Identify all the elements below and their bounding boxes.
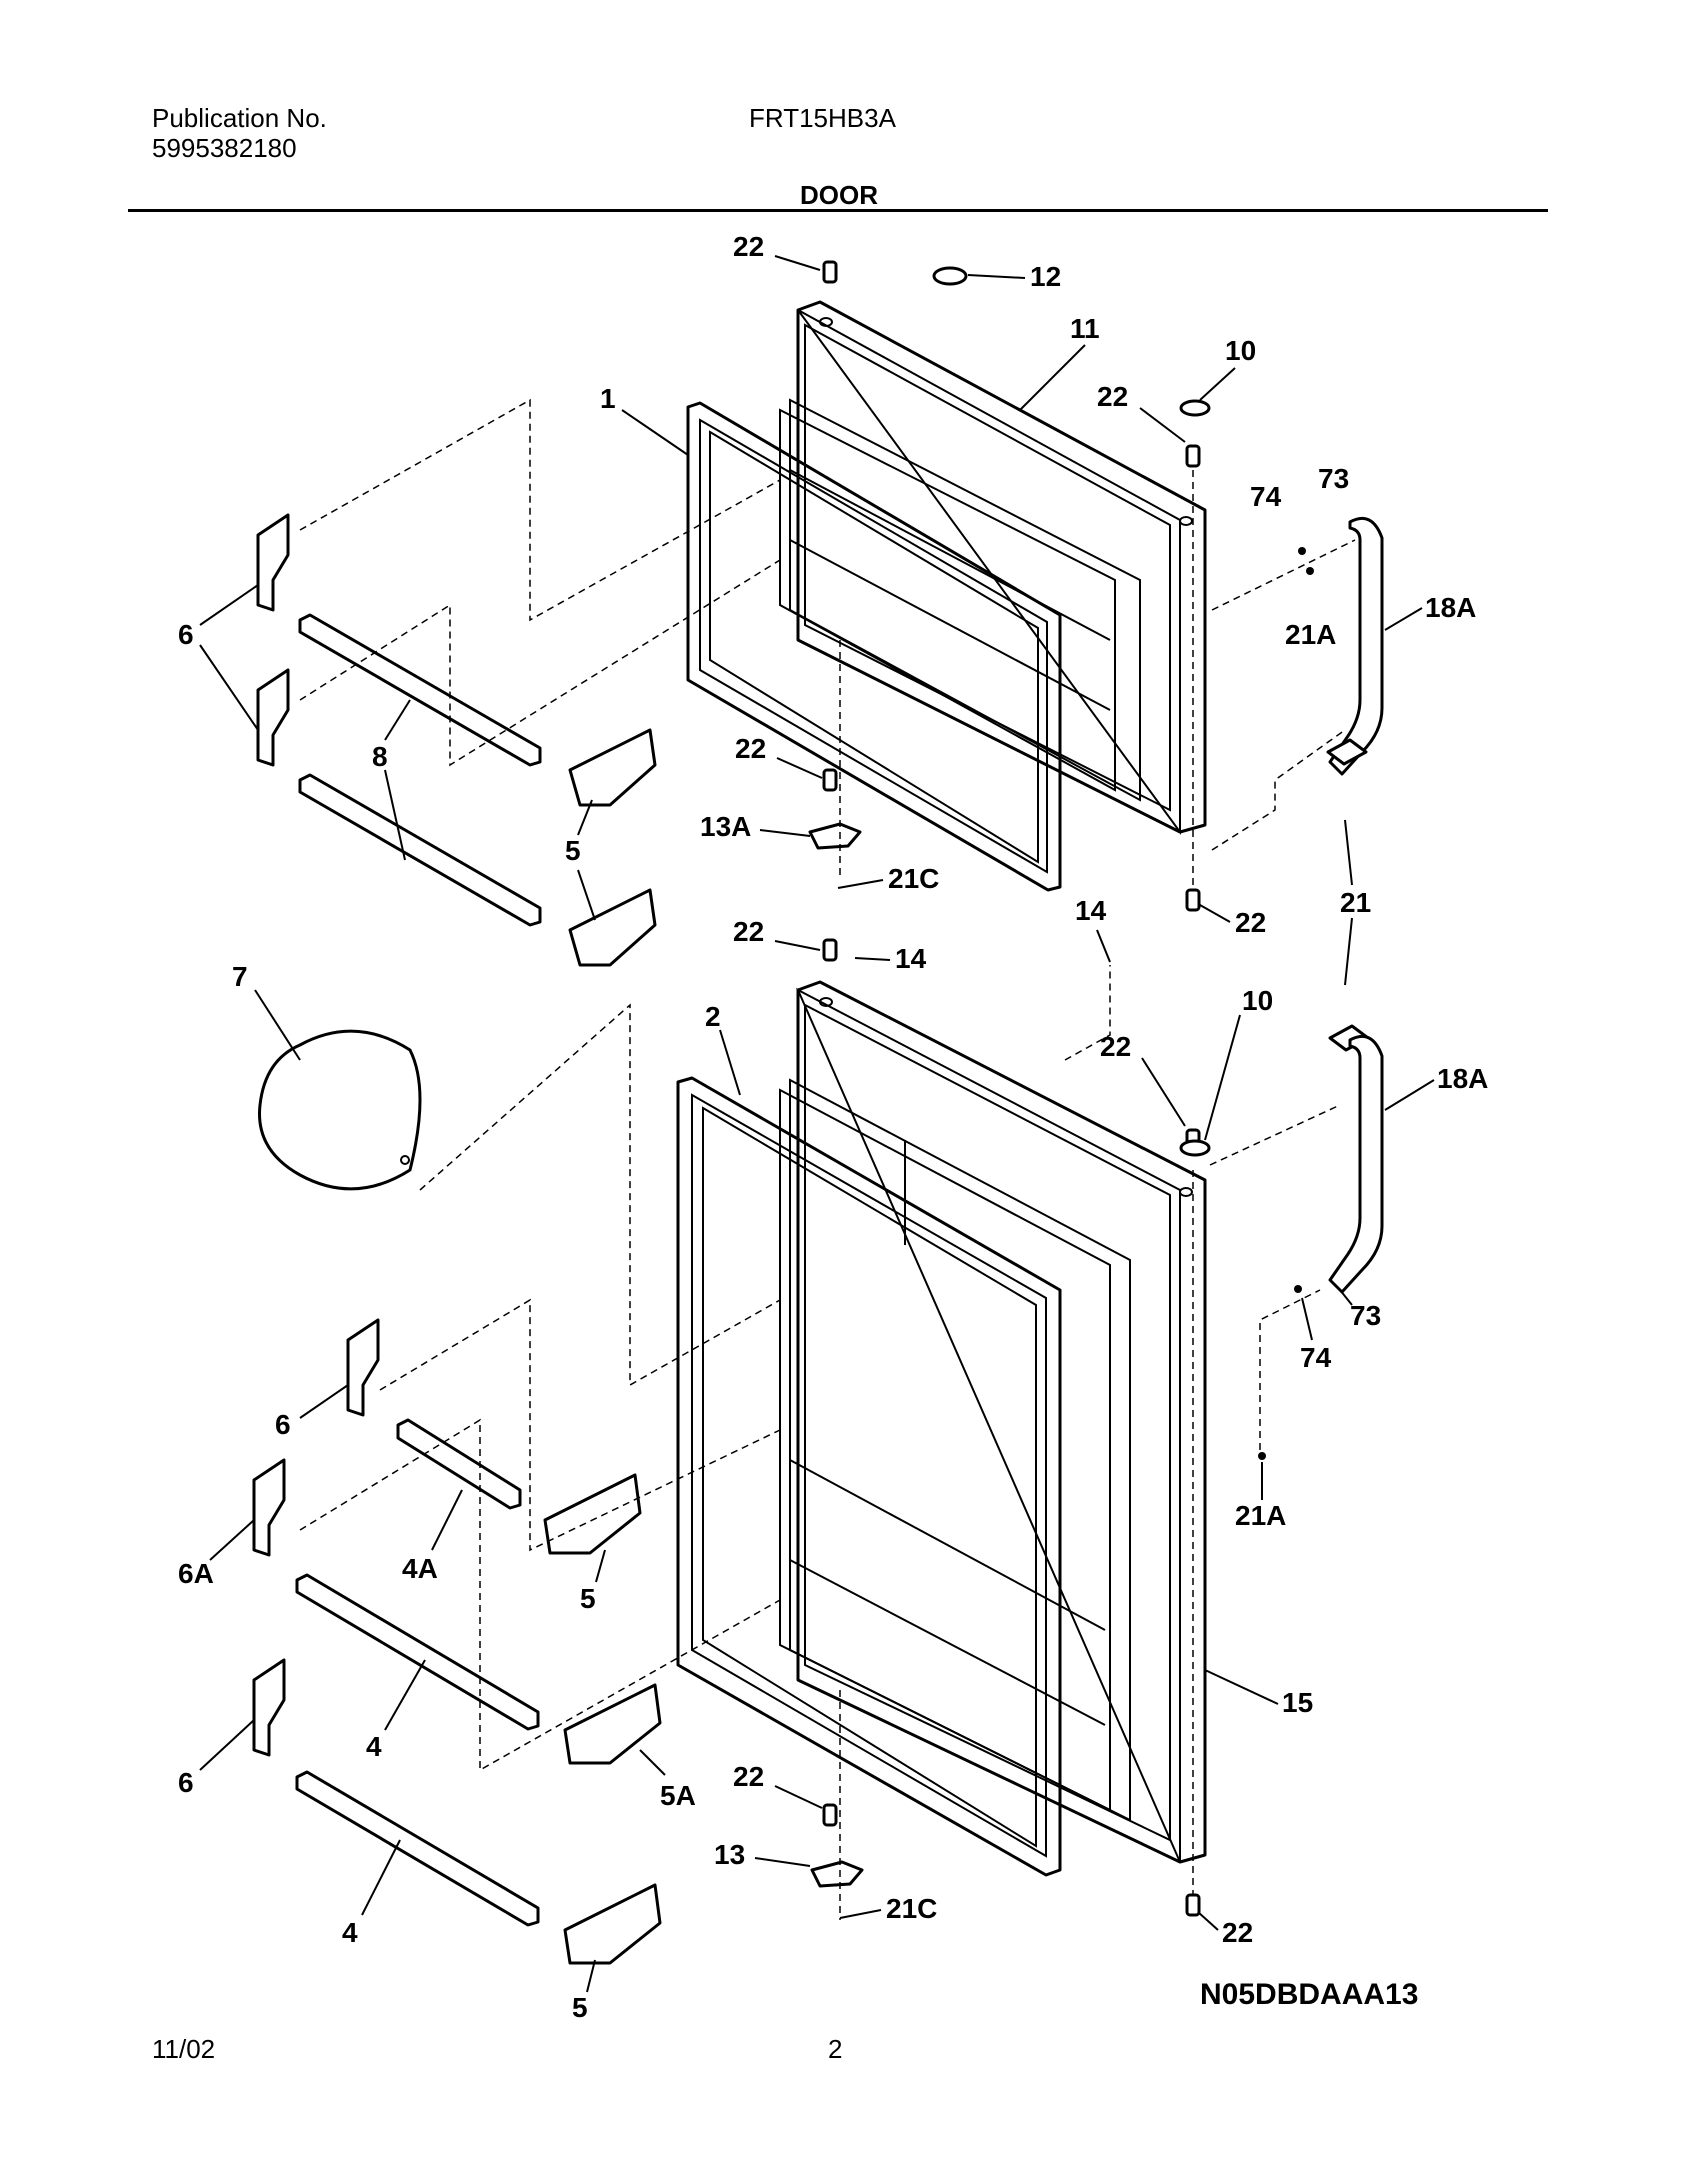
callout-74-b: 74: [1300, 1342, 1332, 1373]
section-title: DOOR: [800, 180, 878, 210]
callout-7: 7: [232, 961, 248, 992]
callout-8: 8: [372, 741, 388, 772]
drawing-code: N05DBDAAA13: [1200, 1978, 1419, 2011]
shelf-brackets: [252, 513, 662, 1965]
callout-15: 15: [1282, 1687, 1313, 1718]
callout-6-a: 6: [178, 619, 194, 650]
callout-5-b: 5: [580, 1583, 596, 1614]
publication-number: 5995382180: [152, 133, 297, 163]
callout-13: 13: [714, 1839, 745, 1870]
callout-21C-b: 21C: [886, 1893, 937, 1924]
callout-22-g: 22: [733, 1761, 764, 1792]
callout-10-b: 10: [1242, 985, 1273, 1016]
callout-22-c: 22: [735, 733, 766, 764]
callout-74-a: 74: [1250, 481, 1282, 512]
header-rule: [128, 209, 1548, 212]
callout-18A-a: 18A: [1425, 592, 1476, 623]
page-number: 2: [828, 2034, 843, 2064]
callout-5-c: 5: [572, 1992, 588, 2023]
callout-21: 21: [1340, 887, 1371, 918]
callout-4-a: 4: [366, 1731, 382, 1762]
callout-73-b: 73: [1350, 1300, 1381, 1331]
callout-22-d: 22: [1235, 907, 1266, 938]
hinge-hardware: [808, 260, 1314, 1917]
callout-14-a: 14: [895, 943, 927, 974]
callout-10-a: 10: [1225, 335, 1256, 366]
callout-11: 11: [1070, 313, 1100, 344]
freezer-door-gasket: [686, 401, 1062, 892]
callout-21A-a: 21A: [1285, 619, 1336, 650]
ice-bucket: [258, 1029, 422, 1191]
model-number: FRT15HB3A: [749, 103, 896, 133]
fresh-food-door-gasket: [676, 1076, 1062, 1877]
callout-13A: 13A: [700, 811, 751, 842]
callout-22-f: 22: [1100, 1031, 1131, 1062]
callout-12: 12: [1030, 261, 1061, 292]
callout-73-a: 73: [1318, 463, 1349, 494]
callout-4A: 4A: [402, 1553, 438, 1584]
callout-22-e: 22: [733, 916, 764, 947]
callout-4-b: 4: [342, 1917, 358, 1948]
callout-22-a: 22: [733, 231, 764, 262]
callout-22-b: 22: [1097, 381, 1128, 412]
callout-5-a: 5: [565, 835, 581, 866]
callout-6A: 6A: [178, 1558, 214, 1589]
callout-labels: 22 12 11 10 1 22 74 73 18A 21A 6 8 22 13…: [178, 231, 1488, 2023]
upper-handle: [1326, 517, 1384, 776]
callout-6-c: 6: [178, 1767, 194, 1798]
callout-21A-b: 21A: [1235, 1500, 1286, 1531]
callout-22-h: 22: [1222, 1917, 1253, 1948]
callout-14-b: 14: [1075, 895, 1107, 926]
callout-5A: 5A: [660, 1780, 696, 1811]
fresh-food-door: [779, 980, 1207, 1864]
callout-1: 1: [600, 383, 616, 414]
footer-date: 11/02: [152, 2034, 216, 2064]
callout-2: 2: [705, 1001, 721, 1032]
shelf-rails: [295, 613, 542, 1927]
callout-18A-b: 18A: [1437, 1063, 1488, 1094]
publication-label: Publication No.: [152, 103, 327, 133]
freezer-door: [779, 300, 1207, 836]
callout-6-b: 6: [275, 1409, 291, 1440]
assembly-lines: [299, 398, 1356, 1920]
callout-21C-a: 21C: [888, 863, 939, 894]
lower-handle: [1328, 1024, 1384, 1294]
